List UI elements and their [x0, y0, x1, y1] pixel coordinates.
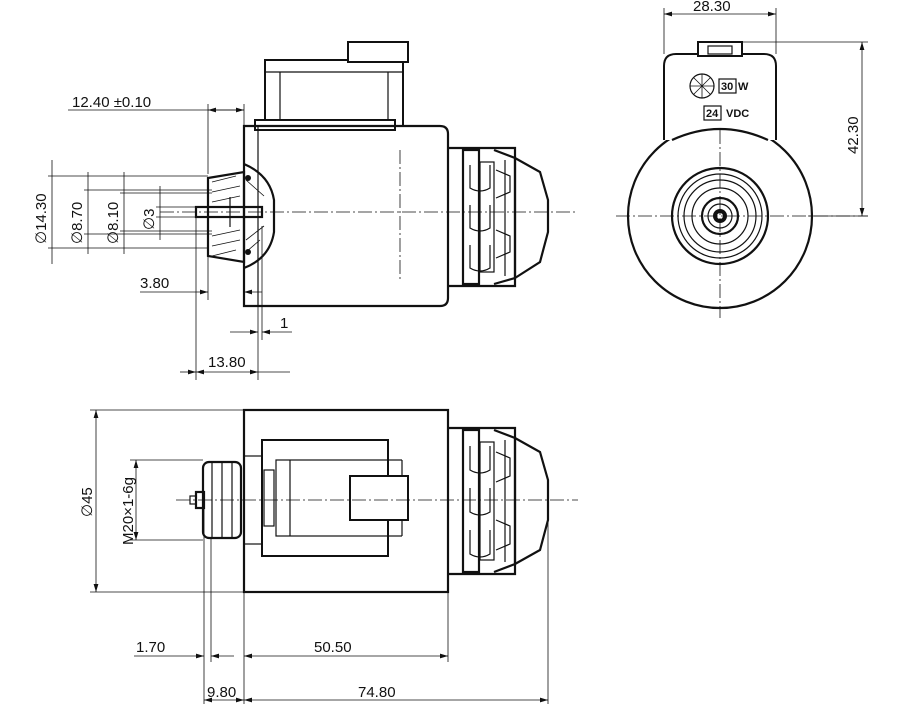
- top-view: ∅45 M20×1-6g 1.70 50.50 9.80 74.80: [79, 408, 578, 704]
- dim-thread: M20×1-6g: [120, 477, 137, 545]
- end-cap: [514, 157, 550, 279]
- dim-12-40: 12.40 ±0.10: [72, 94, 151, 111]
- dim-dia-45: ∅45: [79, 487, 96, 517]
- voltage-unit: VDC: [726, 108, 749, 120]
- coil-body: [242, 124, 450, 308]
- voltage-value: 24: [706, 108, 719, 120]
- dim-9-80: 9.80: [207, 684, 236, 701]
- dim-dia-8-10: ∅8.10: [105, 202, 122, 244]
- cartridge-section: [243, 162, 276, 270]
- dim-74-80: 74.80: [358, 684, 396, 701]
- connector-housing: [264, 59, 404, 127]
- power-value: 30: [721, 81, 733, 93]
- connector-latch: [347, 41, 409, 63]
- dim-dia-3: ∅3: [141, 209, 158, 230]
- power-unit: W: [738, 81, 749, 93]
- dim-42-30: 42.30: [845, 116, 862, 154]
- dim-28-30: 28.30: [693, 0, 731, 15]
- dim-3-80: 3.80: [140, 275, 169, 292]
- dim-13-80: 13.80: [208, 354, 246, 371]
- dim-1: 1: [280, 315, 288, 332]
- dim-dia-8-70: ∅8.70: [69, 202, 86, 244]
- dim-dia-14-30: ∅14.30: [33, 193, 50, 244]
- connector-top: [663, 53, 777, 140]
- side-view: 12.40 ±0.10 ∅14.30 ∅8.70 ∅8.10 ∅3 3.80: [33, 41, 578, 380]
- dim-50-50: 50.50: [314, 639, 352, 656]
- end-view: 30 W 24 VDC 28.30 42.30: [616, 0, 868, 318]
- dim-1-70: 1.70: [136, 639, 165, 656]
